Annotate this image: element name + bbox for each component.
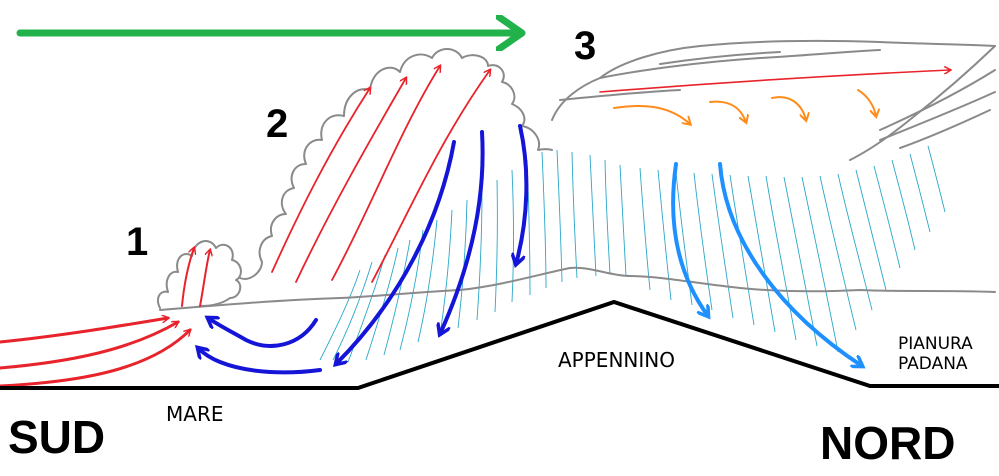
mountains-label: APPENNINO <box>558 348 675 372</box>
cloud-base <box>159 266 996 311</box>
inflow-arrow-2 <box>0 320 178 370</box>
plain-label: PIANURA PADANA <box>898 334 973 375</box>
terrain-profile <box>0 299 999 390</box>
inflow-arrow-1 <box>0 318 168 344</box>
plain-label-line-2: PADANA <box>898 354 968 375</box>
outflow-b <box>198 348 322 375</box>
cloud-stage-2 <box>239 48 553 280</box>
stage-1-label: 1 <box>126 220 149 264</box>
precip-b <box>718 162 862 366</box>
downdraft-c <box>516 124 529 264</box>
anvil-outflow-red <box>599 70 950 93</box>
updraft-1a <box>181 248 194 307</box>
precipitation-arrows <box>671 162 862 366</box>
updraft-2c <box>331 66 440 281</box>
updraft-2b <box>295 78 406 283</box>
cloud-stage-3-anvil <box>551 39 996 121</box>
downdraft-a <box>336 140 456 364</box>
south-label: SUD <box>8 411 106 463</box>
plain-label-line-1: PIANURA <box>898 334 973 354</box>
inflow-arrow-3 <box>0 330 190 388</box>
precip-a <box>671 162 708 316</box>
north-label: NORD <box>820 417 956 469</box>
cloud-outlines <box>157 39 996 311</box>
stage-3-label: 3 <box>574 24 597 68</box>
downdraft-arrows <box>198 124 529 375</box>
downdraft-b <box>440 130 485 334</box>
updraft-2d <box>371 70 490 283</box>
cloud-stage-1 <box>157 240 242 309</box>
updraft-arrows <box>0 66 950 388</box>
updraft-2a <box>271 88 370 273</box>
updraft-1b <box>199 250 210 307</box>
anvil-outflow-arrows <box>613 89 876 124</box>
sea-label: MARE <box>166 402 224 426</box>
stage-2-label: 2 <box>266 102 289 146</box>
outflow-a <box>208 318 318 348</box>
